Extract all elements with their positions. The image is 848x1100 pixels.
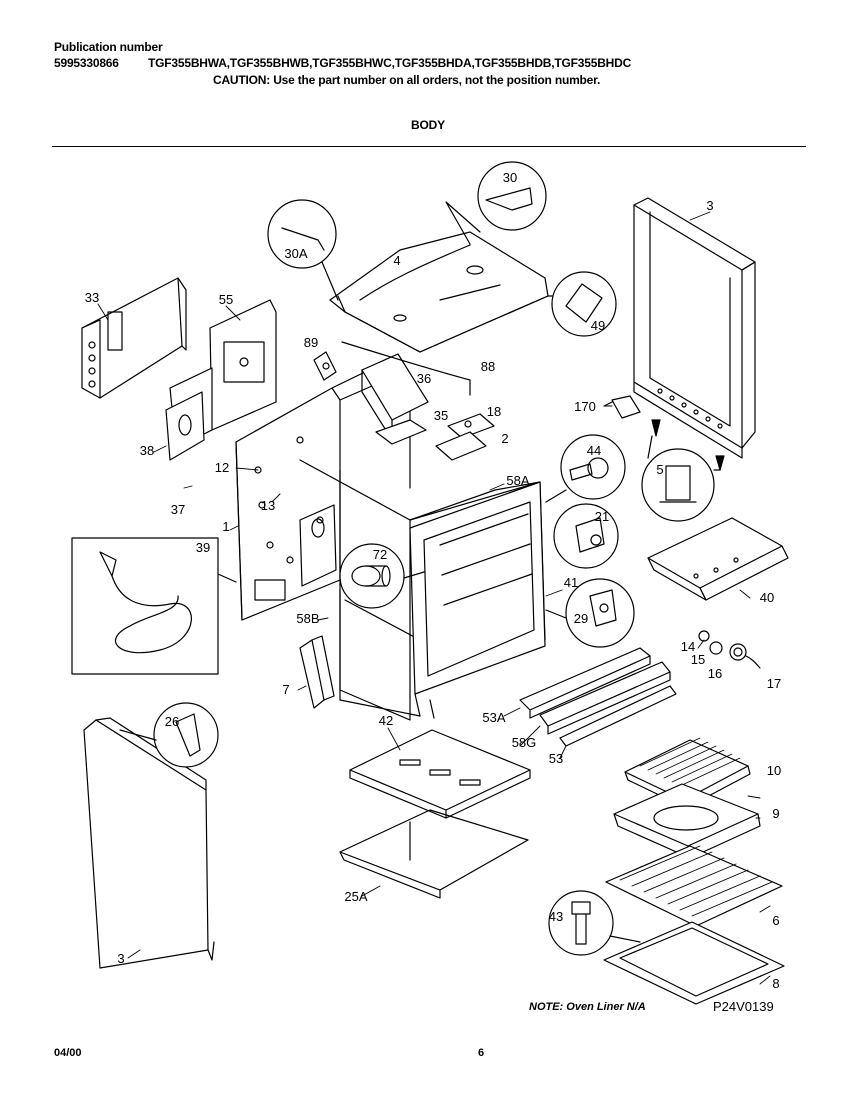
part-42-oven-bottom xyxy=(350,730,530,818)
label-36: 36 xyxy=(417,371,431,386)
page-number: 6 xyxy=(478,1047,485,1059)
diagram-code: P24V0139 xyxy=(713,999,774,1014)
callout-43 xyxy=(549,891,640,955)
part-16-lamp-cover xyxy=(730,644,746,660)
callout-72 xyxy=(340,544,424,608)
part-labels: 30 30A 4 49 3 33 55 89 88 36 170 35 18 2… xyxy=(85,170,781,991)
part-89-clip xyxy=(314,352,336,380)
label-40: 40 xyxy=(760,590,774,605)
label-88: 88 xyxy=(481,359,495,374)
part-8-oven-bottom-panel xyxy=(604,922,784,1004)
label-33: 33 xyxy=(85,290,99,305)
part-40-drawer-base xyxy=(648,518,788,600)
label-26: 26 xyxy=(165,714,179,729)
part-170-screw-clip xyxy=(604,396,640,418)
part-3-side-panel-bottom xyxy=(84,718,214,968)
callout-21 xyxy=(554,504,618,568)
part-4-top-panel xyxy=(330,232,548,352)
label-15: 15 xyxy=(691,652,705,667)
label-9: 9 xyxy=(772,806,779,821)
part-1-cabinet-frame xyxy=(236,372,545,720)
label-41: 41 xyxy=(564,575,578,590)
callout-49 xyxy=(548,272,616,336)
label-170: 170 xyxy=(574,399,596,414)
label-1: 1 xyxy=(222,519,229,534)
label-14: 14 xyxy=(681,639,695,654)
label-17: 17 xyxy=(767,676,781,691)
label-53: 53 xyxy=(549,751,563,766)
callout-39-power-cord xyxy=(72,538,236,674)
callout-5 xyxy=(642,436,720,521)
label-16: 16 xyxy=(708,666,722,681)
label-30: 30 xyxy=(503,170,517,185)
leveling-screw-right xyxy=(716,456,724,470)
label-13: 13 xyxy=(261,498,275,513)
publication-label: Publication number xyxy=(54,40,163,54)
label-38: 38 xyxy=(140,443,154,458)
label-25A: 25A xyxy=(344,889,367,904)
part-38-bracket xyxy=(166,392,204,460)
part-35-shield xyxy=(376,420,426,444)
label-55: 55 xyxy=(219,292,233,307)
label-3-top: 3 xyxy=(706,198,713,213)
label-3-bottom: 3 xyxy=(117,951,124,966)
label-29: 29 xyxy=(574,611,588,626)
label-4: 4 xyxy=(393,253,400,268)
part-53A-trim xyxy=(520,648,650,718)
part-58G-trim xyxy=(540,662,670,734)
part-3-side-panel-top xyxy=(634,198,755,458)
part-6-oven-rack xyxy=(606,846,782,926)
label-30A: 30A xyxy=(284,246,307,261)
part-14-lamp-socket xyxy=(699,631,709,641)
label-18: 18 xyxy=(487,404,501,419)
callout-29 xyxy=(546,579,634,647)
label-72: 72 xyxy=(373,547,387,562)
label-6: 6 xyxy=(772,913,779,928)
part-18-switch xyxy=(448,414,494,438)
label-49: 49 xyxy=(591,318,605,333)
oven-front-frame xyxy=(340,482,545,718)
label-7: 7 xyxy=(282,682,289,697)
callout-26 xyxy=(120,703,218,767)
label-35: 35 xyxy=(434,408,448,423)
callout-30 xyxy=(446,162,546,244)
part-33-side-bracket xyxy=(82,278,186,398)
label-44: 44 xyxy=(587,443,601,458)
publication-number: 5995330866 xyxy=(54,56,119,70)
leader-lines xyxy=(98,212,770,984)
label-37: 37 xyxy=(171,502,185,517)
label-58A: 58A xyxy=(506,473,529,488)
callout-30A xyxy=(268,200,338,300)
footer-date: 04/00 xyxy=(54,1047,82,1059)
callout-44 xyxy=(546,435,625,502)
header-divider xyxy=(52,146,806,147)
part-88-wire xyxy=(342,342,470,395)
label-10: 10 xyxy=(767,763,781,778)
label-89: 89 xyxy=(304,335,318,350)
section-title: BODY xyxy=(411,118,445,132)
label-2: 2 xyxy=(501,431,508,446)
part-2-bracket xyxy=(436,432,486,460)
label-53A: 53A xyxy=(482,710,505,725)
oven-liner-note: NOTE: Oven Liner N/A xyxy=(529,1001,646,1013)
part-25A-drawer-support xyxy=(340,810,528,898)
leveling-screw-left xyxy=(652,420,660,436)
label-43: 43 xyxy=(549,909,563,924)
label-12: 12 xyxy=(215,460,229,475)
label-58B: 58B xyxy=(296,611,319,626)
label-42: 42 xyxy=(379,713,393,728)
part-53-trim xyxy=(560,686,676,746)
part-7-door-hinge xyxy=(300,636,334,708)
label-58G: 58G xyxy=(512,735,537,750)
label-21: 21 xyxy=(595,509,609,524)
part-17-wire xyxy=(746,656,760,668)
label-5: 5 xyxy=(656,462,663,477)
label-8: 8 xyxy=(772,976,779,991)
model-numbers: TGF355BHWA,TGF355BHWB,TGF355BHWC,TGF355B… xyxy=(148,56,632,70)
part-15-bulb xyxy=(710,642,722,654)
label-39: 39 xyxy=(196,540,210,555)
caution-text: CAUTION: Use the part number on all orde… xyxy=(213,73,601,87)
